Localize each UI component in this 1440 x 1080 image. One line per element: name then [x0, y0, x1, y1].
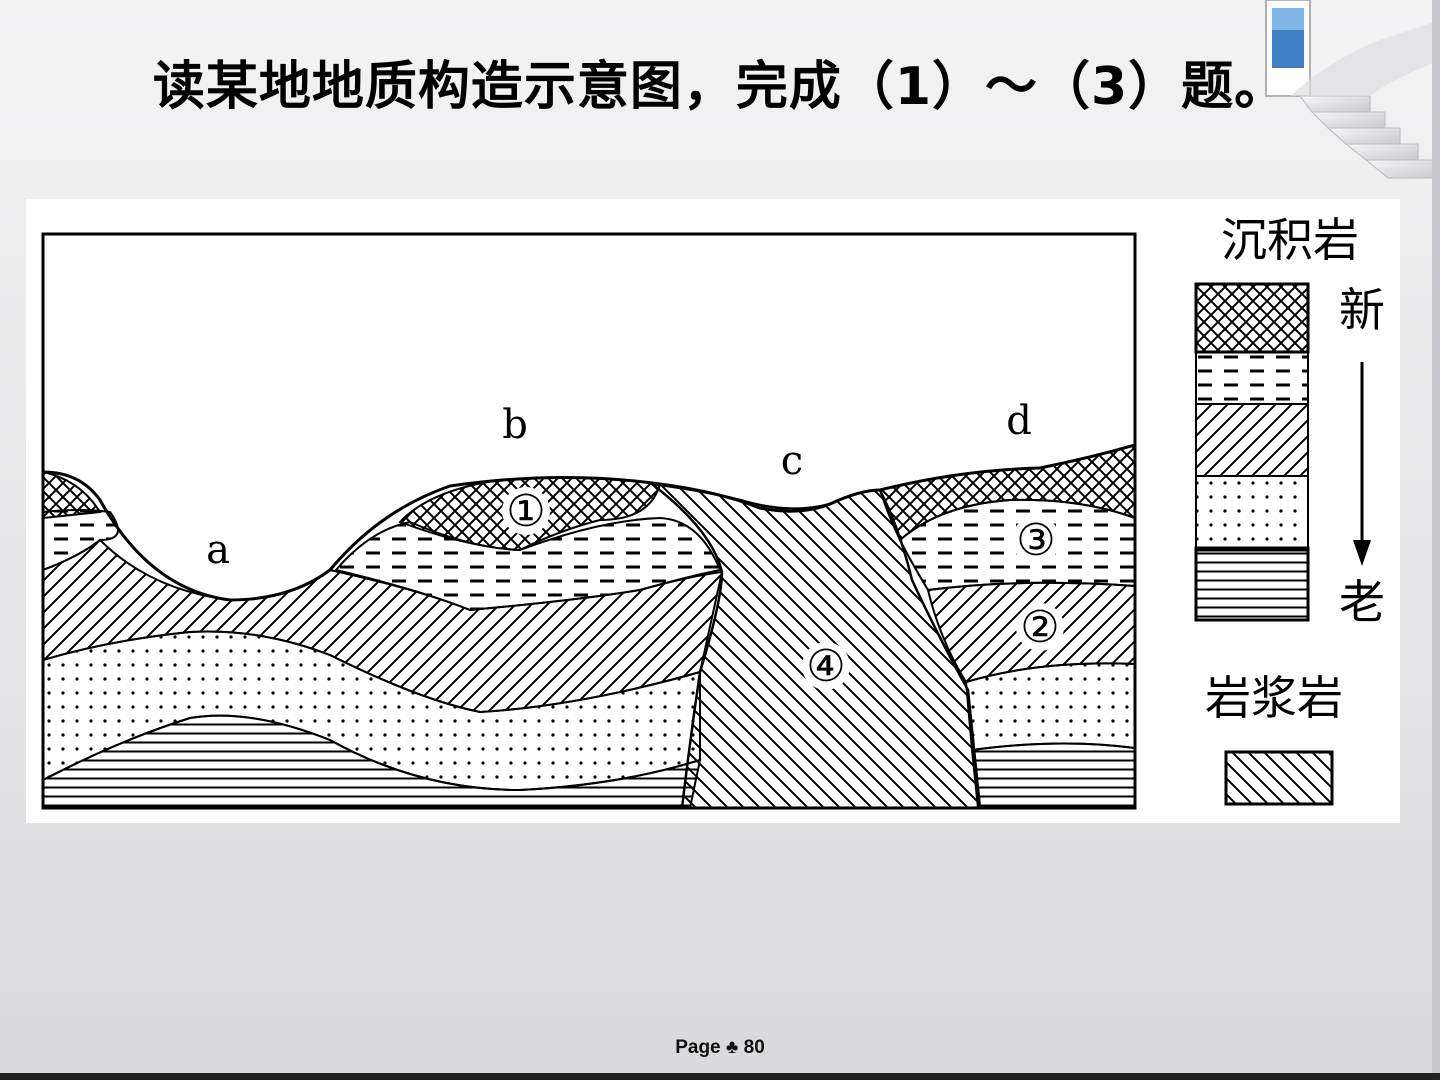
label-b: b	[502, 402, 528, 448]
label-d: d	[1006, 398, 1032, 444]
label-four: ④	[806, 641, 845, 692]
bottom-bar	[0, 1073, 1440, 1080]
legend-age-arrow	[1353, 362, 1371, 566]
slide-title: 读某地地质构造示意图，完成（1）～（3）题。	[152, 57, 1288, 117]
label-two: ②	[1020, 602, 1059, 653]
label-one: ①	[506, 486, 545, 537]
legend-sedimentary-column	[1194, 282, 1310, 622]
legend-sedimentary-title: 沉积岩	[1221, 213, 1359, 267]
layer-crosshatch-a	[43, 470, 102, 520]
staircase-decoration	[1250, 0, 1440, 190]
page-footer: Page ♣ 80	[675, 1037, 765, 1058]
geologic-diagram: a b c d ① ② ③ ④ 沉积岩 新 老 岩浆岩	[26, 199, 1400, 823]
legend-igneous-swatch	[1224, 750, 1334, 806]
legend-newer-label: 新	[1339, 283, 1385, 337]
layer-right-horizontal	[970, 742, 1135, 808]
legend-older-label: 老	[1339, 575, 1385, 629]
legend-igneous-title: 岩浆岩	[1205, 671, 1343, 725]
right-edge-bar	[1432, 0, 1440, 1080]
label-a: a	[206, 527, 230, 573]
ground-surface	[43, 443, 1135, 602]
label-c: c	[781, 438, 803, 484]
label-three: ③	[1016, 515, 1055, 566]
